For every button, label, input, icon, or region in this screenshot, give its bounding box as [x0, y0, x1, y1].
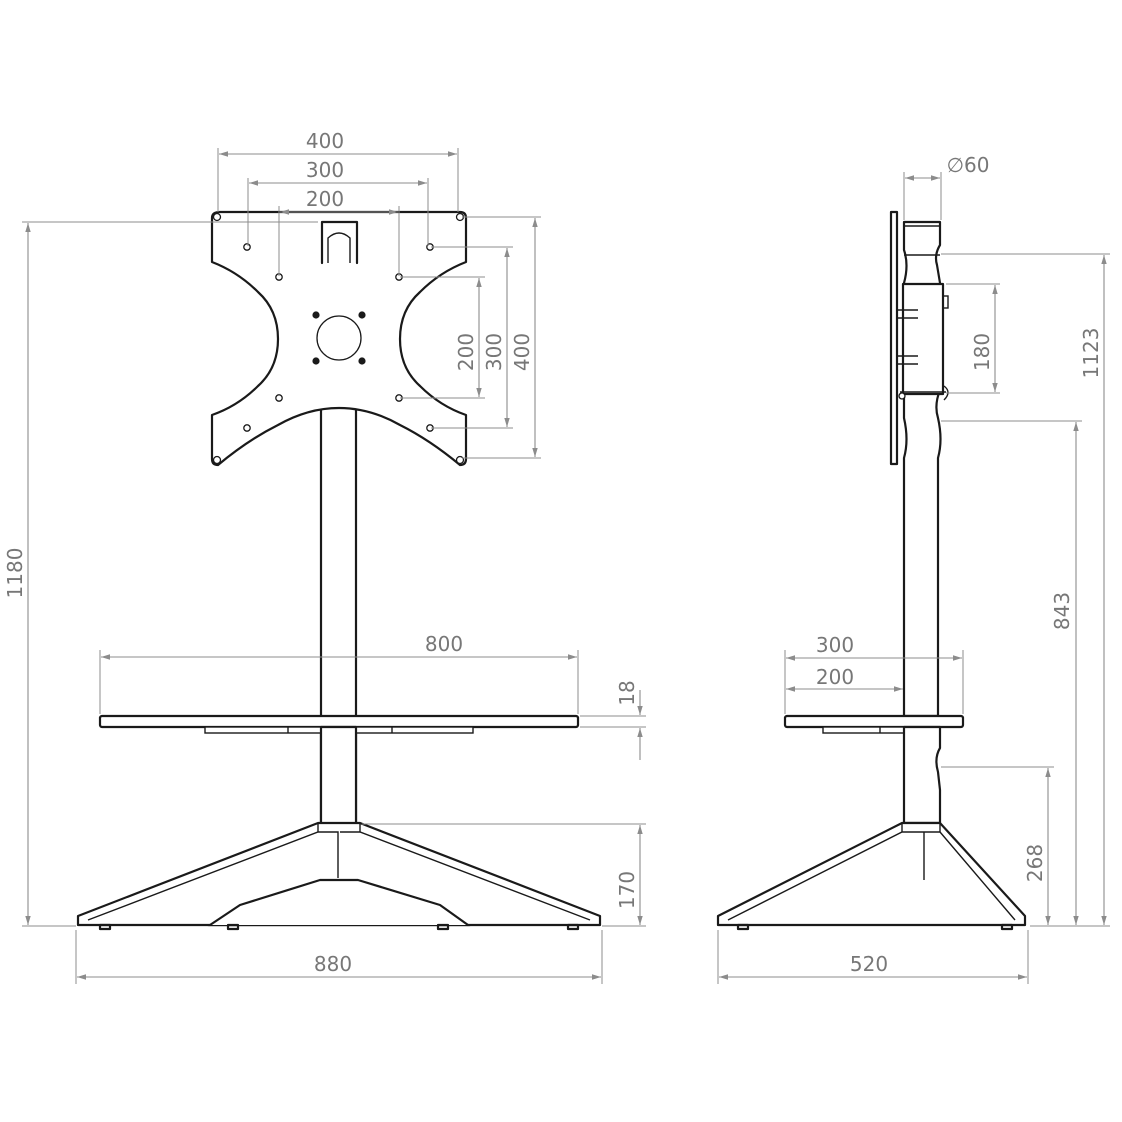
- front-view: 400 300 200 200 300 400 1180 800 18 170 …: [3, 129, 646, 984]
- dim-min-height: 843: [1050, 592, 1074, 630]
- dim-vesa-200: 200: [306, 187, 344, 211]
- dim-pole-diameter: ∅60: [947, 153, 990, 177]
- front-dimensions: [22, 148, 646, 984]
- front-base: [76, 821, 602, 931]
- dim-shelf-depth-200: 200: [816, 665, 854, 689]
- dim-shelf-depth-300: 300: [816, 633, 854, 657]
- dim-max-height: 1123: [1079, 328, 1103, 379]
- side-view: ∅60 180 1123 843 300 200 268 520: [716, 153, 1110, 984]
- side-dimensions: [717, 172, 1110, 984]
- side-shelf: [783, 714, 965, 729]
- front-shelf: [98, 714, 580, 729]
- dim-vesa-height-200: 200: [454, 333, 478, 371]
- dim-base-height: 170: [615, 871, 639, 909]
- side-base: [716, 821, 1027, 931]
- dim-vesa-height-300: 300: [482, 333, 506, 371]
- side-bracket: [901, 282, 945, 396]
- dim-shelf-thickness: 18: [615, 680, 639, 705]
- dim-total-height: 1180: [3, 548, 27, 599]
- dim-base-depth: 520: [850, 952, 888, 976]
- dim-shelf-width: 800: [425, 632, 463, 656]
- dim-base-width: 880: [314, 952, 352, 976]
- dim-bracket-height: 180: [970, 333, 994, 371]
- dim-vesa-300: 300: [306, 158, 344, 182]
- dim-shelf-height: 268: [1023, 844, 1047, 882]
- dim-vesa-400: 400: [306, 129, 344, 153]
- dim-vesa-height-400: 400: [510, 333, 534, 371]
- side-mount-plate: [889, 210, 899, 466]
